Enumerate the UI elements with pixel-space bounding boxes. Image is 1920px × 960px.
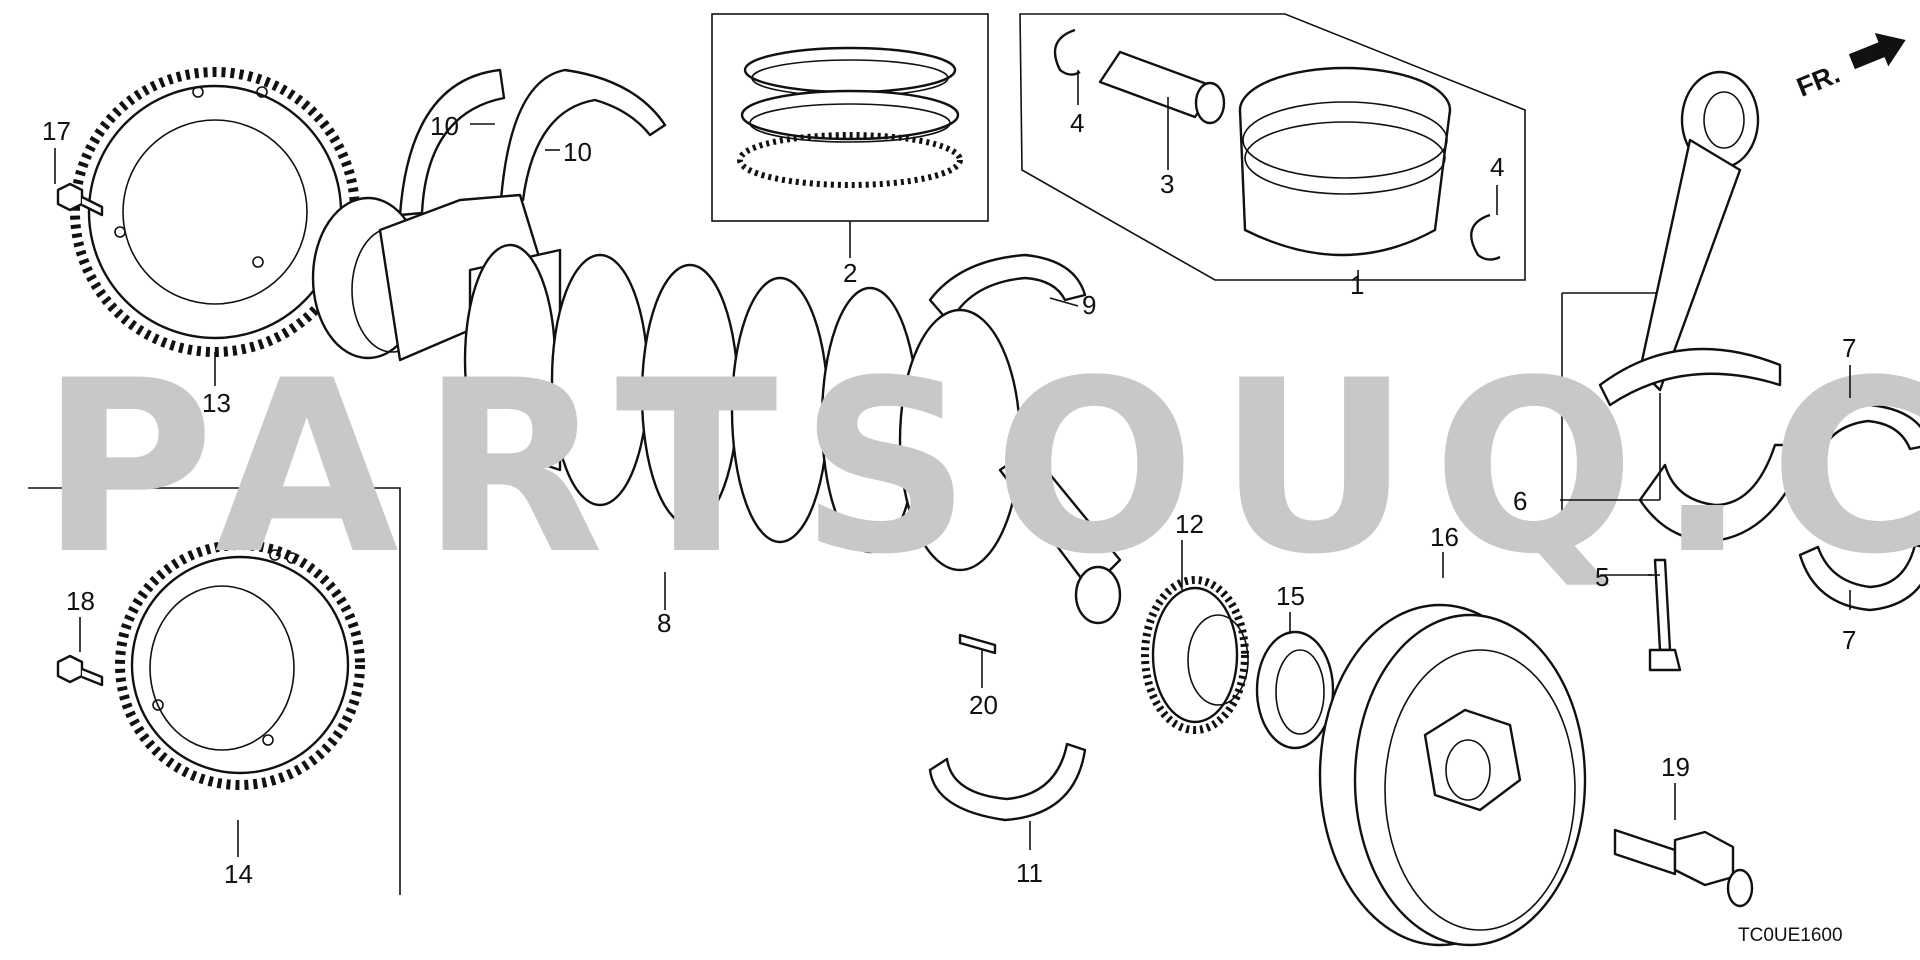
bolt-17[interactable] <box>56 182 104 217</box>
woodruff-key-20[interactable] <box>958 633 997 655</box>
callout-7b: 7 <box>1842 625 1856 655</box>
callout-14: 14 <box>224 859 253 889</box>
callout-1: 1 <box>1350 270 1364 300</box>
crankshaft-pulley-16[interactable] <box>1318 603 1587 947</box>
callout-17: 17 <box>42 116 71 146</box>
piston-assembly-box <box>1019 13 1526 281</box>
piston-pin-3[interactable] <box>1098 50 1226 125</box>
crank-sprocket-12[interactable] <box>1141 576 1249 734</box>
callout-3: 3 <box>1160 169 1174 199</box>
diagram-code: TC0UE1600 <box>1738 925 1843 946</box>
washer-15[interactable] <box>1255 630 1335 750</box>
group-separator <box>28 487 401 895</box>
callout-4b: 4 <box>1490 152 1504 182</box>
con-rod-bearing-7b[interactable] <box>1798 543 1920 612</box>
callout-13: 13 <box>202 388 231 418</box>
bolt-18[interactable] <box>56 654 104 687</box>
front-label: FR. <box>1793 59 1845 103</box>
front-arrow-icon <box>1848 33 1906 70</box>
callout-10a: 10 <box>430 111 459 141</box>
front-direction-indicator: FR. <box>1793 33 1906 103</box>
con-rod-bolt-5[interactable] <box>1648 558 1682 672</box>
connecting-rod-6[interactable] <box>1598 70 1807 542</box>
piston-pin-clip-4b[interactable] <box>1470 213 1501 261</box>
watermark: PARTSOUQ.COM <box>40 330 1920 607</box>
callout-4a: 4 <box>1070 108 1084 138</box>
drive-plate-13[interactable] <box>70 67 360 357</box>
callout-19: 19 <box>1661 752 1690 782</box>
callout-15: 15 <box>1276 581 1305 611</box>
drive-plate-14[interactable] <box>115 540 365 790</box>
main-bearing-lower-11[interactable] <box>928 742 1087 822</box>
callout-20: 20 <box>969 690 998 720</box>
callout-8: 8 <box>657 608 671 638</box>
main-bearing-upper-9[interactable] <box>928 253 1087 325</box>
con-rod-bearing-7a[interactable] <box>1798 403 1920 463</box>
leader-lines <box>54 70 1851 857</box>
callout-9: 9 <box>1082 290 1096 320</box>
callout-12: 12 <box>1175 509 1204 539</box>
callout-11: 11 <box>1016 858 1043 888</box>
callout-5: 5 <box>1595 562 1609 592</box>
pulley-bolt-19[interactable] <box>1613 828 1754 908</box>
callout-16: 16 <box>1430 522 1459 552</box>
callout-6: 6 <box>1513 486 1527 516</box>
piston-ring-set-2[interactable] <box>737 46 963 188</box>
crankshaft-8[interactable] <box>311 193 1122 625</box>
callout-18: 18 <box>66 586 95 616</box>
piston-pin-clip-4a[interactable] <box>1053 28 1081 76</box>
thrust-washer-10[interactable] <box>398 68 667 217</box>
callout-7a: 7 <box>1842 333 1856 363</box>
callout-2: 2 <box>843 258 857 288</box>
piston-1[interactable] <box>1238 66 1452 257</box>
callout-10b: 10 <box>563 137 592 167</box>
